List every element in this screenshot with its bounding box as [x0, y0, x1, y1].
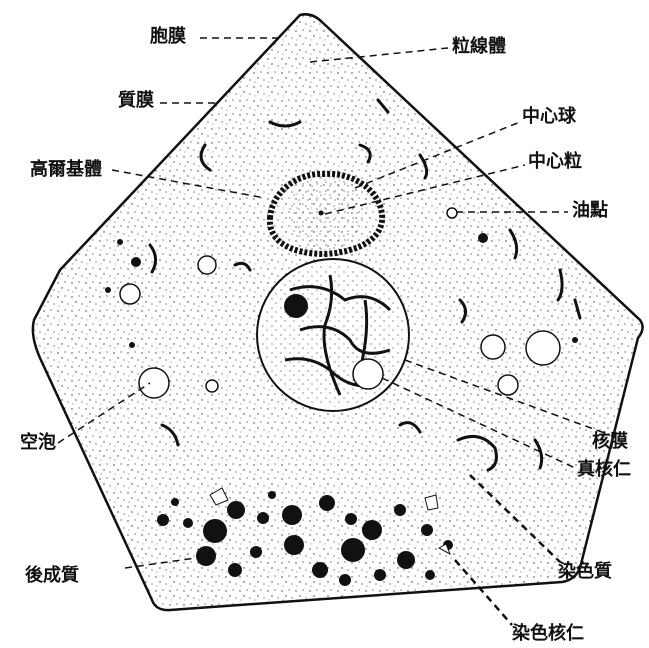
label-nuclear-membrane: 核膜 — [592, 432, 628, 452]
label-vacuole: 空泡 — [20, 433, 56, 453]
label-true-nucleolus: 真核仁 — [577, 460, 631, 480]
label-plasma-membrane: 質膜 — [118, 91, 154, 111]
label-chromatin: 染色質 — [558, 562, 612, 582]
true-nucleolus — [353, 359, 383, 389]
label-mitochondria: 粒線體 — [452, 37, 506, 57]
label-centrosphere: 中心球 — [522, 107, 576, 127]
label-chromatin-nucleolus: 染色核仁 — [512, 624, 584, 644]
label-ergastoplasm: 後成質 — [25, 566, 79, 586]
centriole — [319, 211, 324, 216]
true-nucleolus-dot — [284, 294, 308, 318]
label-cell-membrane: 胞膜 — [150, 27, 186, 47]
label-oil-droplet: 油點 — [572, 201, 608, 221]
label-golgi-body: 高爾基體 — [30, 160, 102, 180]
label-centriole: 中心粒 — [528, 152, 582, 172]
